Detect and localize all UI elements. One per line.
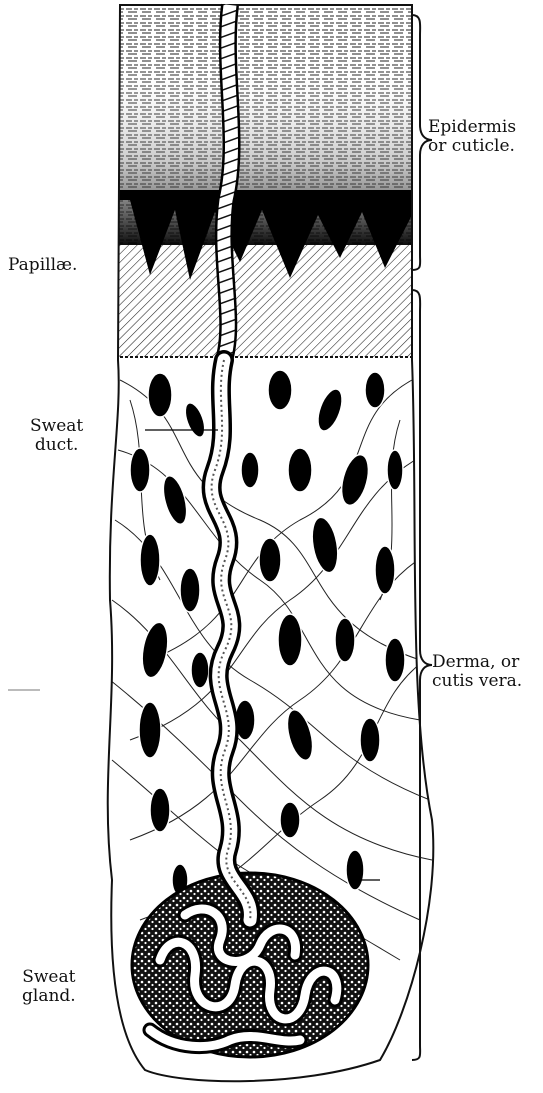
epidermis-label: Epidermis or cuticle.	[428, 118, 516, 156]
papillae-label: Papillæ.	[8, 256, 77, 275]
derma-label: Derma, or cutis vera.	[432, 653, 522, 691]
sweat-duct-label: Sweat duct.	[30, 417, 83, 455]
skin-column	[100, 0, 440, 1093]
sweat-gland-label: Sweat gland.	[22, 968, 76, 1006]
